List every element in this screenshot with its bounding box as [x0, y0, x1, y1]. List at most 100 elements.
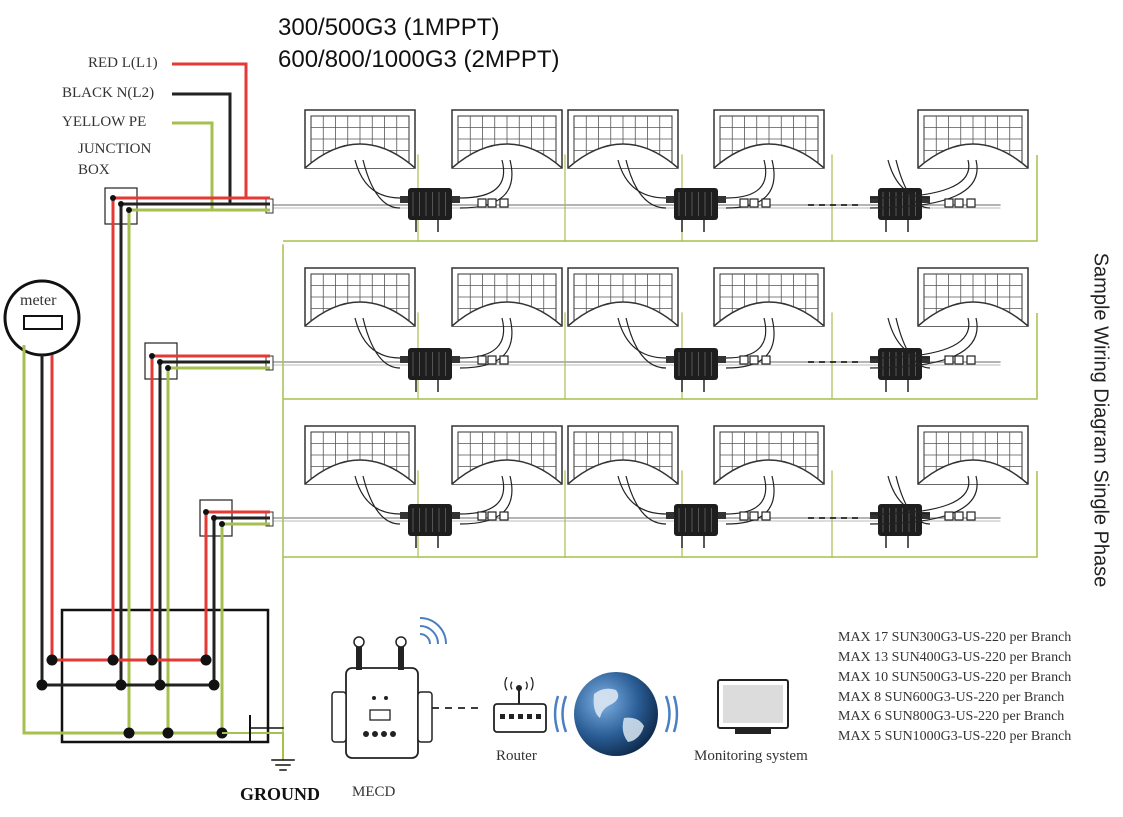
signal-wave-icon — [664, 695, 671, 733]
panel-lead — [887, 159, 931, 199]
router-port — [527, 714, 532, 719]
inverter-connector — [922, 196, 930, 203]
panel-lead — [459, 475, 505, 515]
microinverter — [666, 504, 726, 548]
connector-part — [749, 198, 759, 208]
row1-black-drop — [119, 202, 270, 685]
box-terminal-dot — [126, 207, 132, 213]
panel-lead — [459, 317, 505, 359]
mc4-connector — [477, 355, 509, 365]
panel-lead — [725, 159, 767, 199]
solar-panel — [713, 267, 825, 327]
panel-lead — [617, 475, 667, 515]
panel-curve — [304, 301, 416, 327]
router-port — [536, 714, 541, 719]
title-line-1: 300/500G3 (1MPPT) — [278, 14, 500, 41]
inverter-connector — [922, 356, 930, 363]
inverter-connector — [870, 196, 878, 203]
black-supply-wire — [172, 92, 270, 206]
connector-part — [944, 511, 954, 521]
box-terminal-dot — [219, 521, 225, 527]
inverter-connector — [452, 356, 460, 363]
panel-curve — [567, 459, 679, 485]
solar-panel — [713, 109, 825, 169]
panel-curve — [713, 143, 825, 169]
mc4-connector — [739, 355, 771, 365]
connector-part — [761, 511, 771, 521]
connector-part — [944, 198, 954, 208]
panel-lead — [354, 317, 401, 359]
signal-wave-icon — [561, 695, 568, 733]
router-port — [518, 714, 523, 719]
router-antenna-tip — [516, 685, 522, 691]
solar-panel — [304, 425, 416, 485]
connector-part — [954, 355, 964, 365]
router-label: Router — [496, 748, 537, 764]
connector-part — [477, 355, 487, 365]
signal-wave-icon — [672, 695, 679, 733]
panel-curve — [567, 301, 679, 327]
mc4-connector — [944, 511, 976, 521]
panel-lead — [625, 159, 667, 209]
wifi-wave-icon — [419, 625, 439, 645]
branch-ground-wire — [283, 155, 1038, 242]
connector-part — [499, 511, 509, 521]
inverter-connector — [870, 512, 878, 519]
max-line-2: MAX 13 SUN400G3-US-220 per Branch — [838, 650, 1072, 665]
panel-lead — [625, 475, 667, 525]
max-line-1: MAX 17 SUN300G3-US-220 per Branch — [838, 630, 1072, 645]
panel-curve — [713, 301, 825, 327]
inverter-connector — [400, 356, 408, 363]
panel-curve — [567, 143, 679, 169]
panel-lead — [459, 159, 505, 199]
meter-label: meter — [20, 292, 57, 309]
red-supply-wire — [172, 62, 270, 200]
panel-curve — [451, 459, 563, 485]
globe-land — [622, 717, 644, 742]
bus-junction-dot — [115, 679, 127, 691]
panel-lead — [459, 159, 513, 209]
mecd-antenna — [356, 644, 362, 670]
solar-panel — [713, 425, 825, 485]
mecd-label: MECD — [352, 784, 396, 800]
panel-curve — [917, 459, 1029, 485]
ground-label: GROUND — [240, 784, 320, 804]
meter-yellow-bus — [22, 345, 222, 735]
microinverter — [400, 348, 460, 392]
connector-part — [944, 355, 954, 365]
signal-icon — [530, 676, 534, 691]
wifi-wave-icon — [419, 617, 447, 645]
bus-junction-dot — [162, 727, 174, 739]
solar-panel — [304, 267, 416, 327]
branch-ground-wire — [283, 471, 1038, 558]
monitor-stand — [735, 728, 771, 734]
panel-lead — [362, 317, 401, 369]
solar-panel — [917, 109, 1029, 169]
branch-ground-wire — [283, 313, 1038, 400]
mecd-antenna-tip — [353, 636, 365, 648]
box-terminal-dot — [157, 359, 163, 365]
max-line-3: MAX 10 SUN500G3-US-220 per Branch — [838, 670, 1072, 685]
solar-panel — [917, 425, 1029, 485]
inverter-connector — [400, 512, 408, 519]
router-port — [500, 714, 505, 719]
connector-part — [761, 355, 771, 365]
bus-junction-dot — [36, 679, 48, 691]
bus-junction-dot — [208, 679, 220, 691]
row3-yellow-drop — [220, 522, 270, 733]
panel-lead — [895, 159, 931, 209]
mc4-connector — [739, 198, 771, 208]
mecd-bracket — [331, 691, 347, 743]
connector-part — [761, 198, 771, 208]
connector-part — [477, 511, 487, 521]
connector-part — [749, 511, 759, 521]
connector-part — [749, 355, 759, 365]
connector-part — [966, 198, 976, 208]
router-port — [509, 714, 514, 719]
bus-junction-dot — [46, 654, 58, 666]
title-line-2: 600/800/1000G3 (2MPPT) — [278, 46, 560, 73]
panel-lead — [895, 317, 931, 369]
red-wire-label: RED L(L1) — [88, 55, 158, 71]
mecd-button — [372, 731, 378, 737]
